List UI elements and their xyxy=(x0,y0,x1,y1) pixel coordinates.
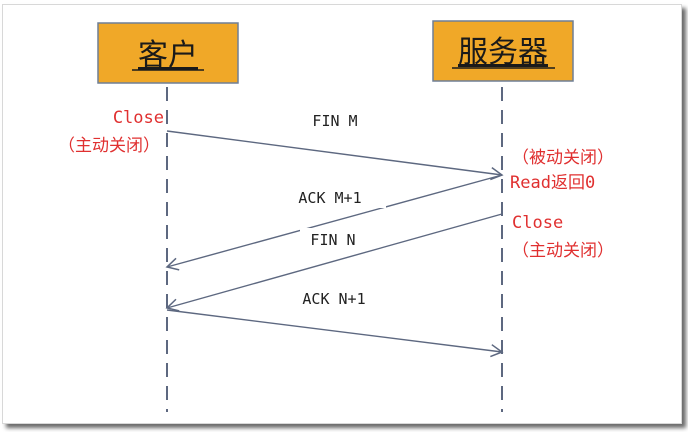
actor-client: 客户 xyxy=(97,22,239,84)
message-ack-m1-label: ACK M+1 xyxy=(298,189,361,207)
message-fin-m-arrow xyxy=(166,130,504,181)
server-passive-close-note: （被动关闭） xyxy=(512,148,614,168)
actor-client-label: 客户 xyxy=(138,38,198,73)
client-close-note: Close xyxy=(113,108,164,128)
message-ack-m1-arrow xyxy=(165,174,503,271)
message-ack-n1-label: ACK N+1 xyxy=(302,290,365,308)
message-ack-n1-arrow xyxy=(166,309,504,358)
message-fin-m-label: FIN M xyxy=(312,112,357,130)
message-fin-n-label: FIN N xyxy=(310,231,355,249)
client-active-close-note: （主动关闭） xyxy=(58,136,160,156)
actor-server: 服务器 xyxy=(432,20,574,82)
actor-server-label: 服务器 xyxy=(458,35,548,70)
server-active-close-note: （主动关闭） xyxy=(512,241,614,261)
message-fin-n-arrow xyxy=(165,213,503,312)
server-close-note: Close xyxy=(512,213,563,233)
server-read-zero-note: Read返回0 xyxy=(510,173,595,193)
